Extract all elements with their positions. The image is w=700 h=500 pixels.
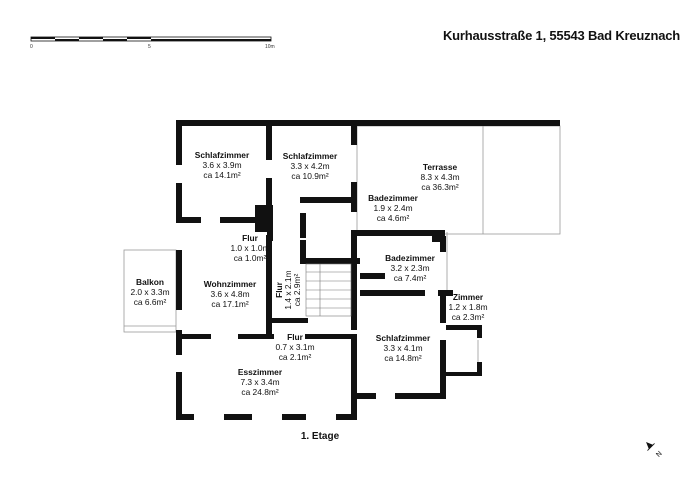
walls: [176, 120, 560, 420]
room-flur-stair: Flur1.4 x 2.1mca 2.9m²: [274, 270, 302, 309]
scale-bar: [30, 36, 272, 42]
north-arrow-icon: [646, 442, 655, 451]
scale-label-0: 0: [30, 44, 33, 50]
scale-label-5: 5: [148, 44, 151, 50]
staircase: [305, 263, 352, 317]
scale-label-10: 10m: [265, 44, 275, 50]
floor-label: 1. Etage: [300, 431, 340, 442]
property-address: Kurhausstraße 1, 55543 Bad Kreuznach: [442, 28, 680, 43]
